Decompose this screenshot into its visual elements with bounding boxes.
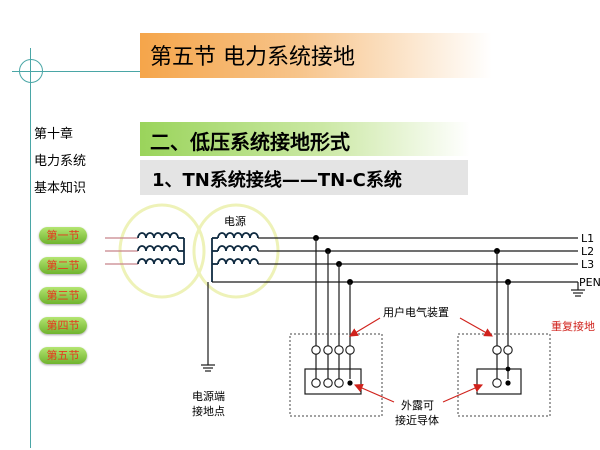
repeat-ground-icon <box>571 289 585 297</box>
junction-dots <box>313 235 511 285</box>
title-bar <box>140 33 492 78</box>
bus-lines <box>207 237 579 365</box>
equipment-2-drops <box>496 251 509 379</box>
subsection-heading-bar <box>140 160 468 195</box>
decor-crosshair-horizontal <box>12 71 142 72</box>
pen-connection-dots <box>347 366 511 386</box>
equipment-2-load-box <box>476 368 522 395</box>
section-heading: 二、低压系统接地形式 <box>150 130 350 154</box>
nav-button-section-2[interactable]: 第二节 <box>39 257 87 274</box>
chapter-line-3: 基本知识 <box>34 181 87 196</box>
label-exposed-conductor-2: 接近导体 <box>395 413 439 427</box>
label-l2: L2 <box>581 245 594 258</box>
chapter-line-1: 第十章 <box>34 127 74 142</box>
equipment-1-boundary <box>289 333 383 417</box>
nav-button-section-5[interactable]: 第五节 <box>39 347 87 364</box>
decor-crosshair-ring <box>19 59 43 83</box>
label-source-ground-1: 电源端 <box>192 389 225 403</box>
label-user-equipment: 用户电气装置 <box>383 305 449 319</box>
label-power-source: 电源 <box>224 214 246 228</box>
secondary-windings <box>211 232 259 282</box>
primary-windings <box>137 232 185 265</box>
nav-button-section-1[interactable]: 第一节 <box>39 227 87 244</box>
label-repeat-grounding: 重复接地 <box>551 319 595 333</box>
decor-crosshair-vertical <box>30 48 31 448</box>
label-l3: L3 <box>581 258 594 271</box>
chapter-line-2: 电力系统 <box>34 154 87 169</box>
subsection-heading: 1、TN系统接线——TN-C系统 <box>152 170 402 191</box>
label-l1: L1 <box>581 232 594 245</box>
primary-leads <box>105 237 138 265</box>
label-exposed-conductor-1: 外露可 <box>401 399 434 412</box>
nav-button-section-3[interactable]: 第三节 <box>39 287 87 304</box>
nav-button-section-4[interactable]: 第四节 <box>39 317 87 334</box>
slide-title: 第五节 电力系统接地 <box>150 45 355 70</box>
chapter-label: 第十章 电力系统 基本知识 <box>34 121 86 202</box>
source-ground-icon <box>201 364 215 372</box>
equipment-2-boundary <box>457 333 551 417</box>
section-heading-bar <box>140 122 470 156</box>
label-pen: PEN <box>579 276 600 289</box>
annotation-arrows <box>349 317 493 403</box>
terminal-circles <box>311 345 513 388</box>
label-source-ground-2: 接地点 <box>192 405 225 418</box>
equipment-1-drops <box>315 238 351 379</box>
equipment-1-load-box <box>304 368 362 395</box>
